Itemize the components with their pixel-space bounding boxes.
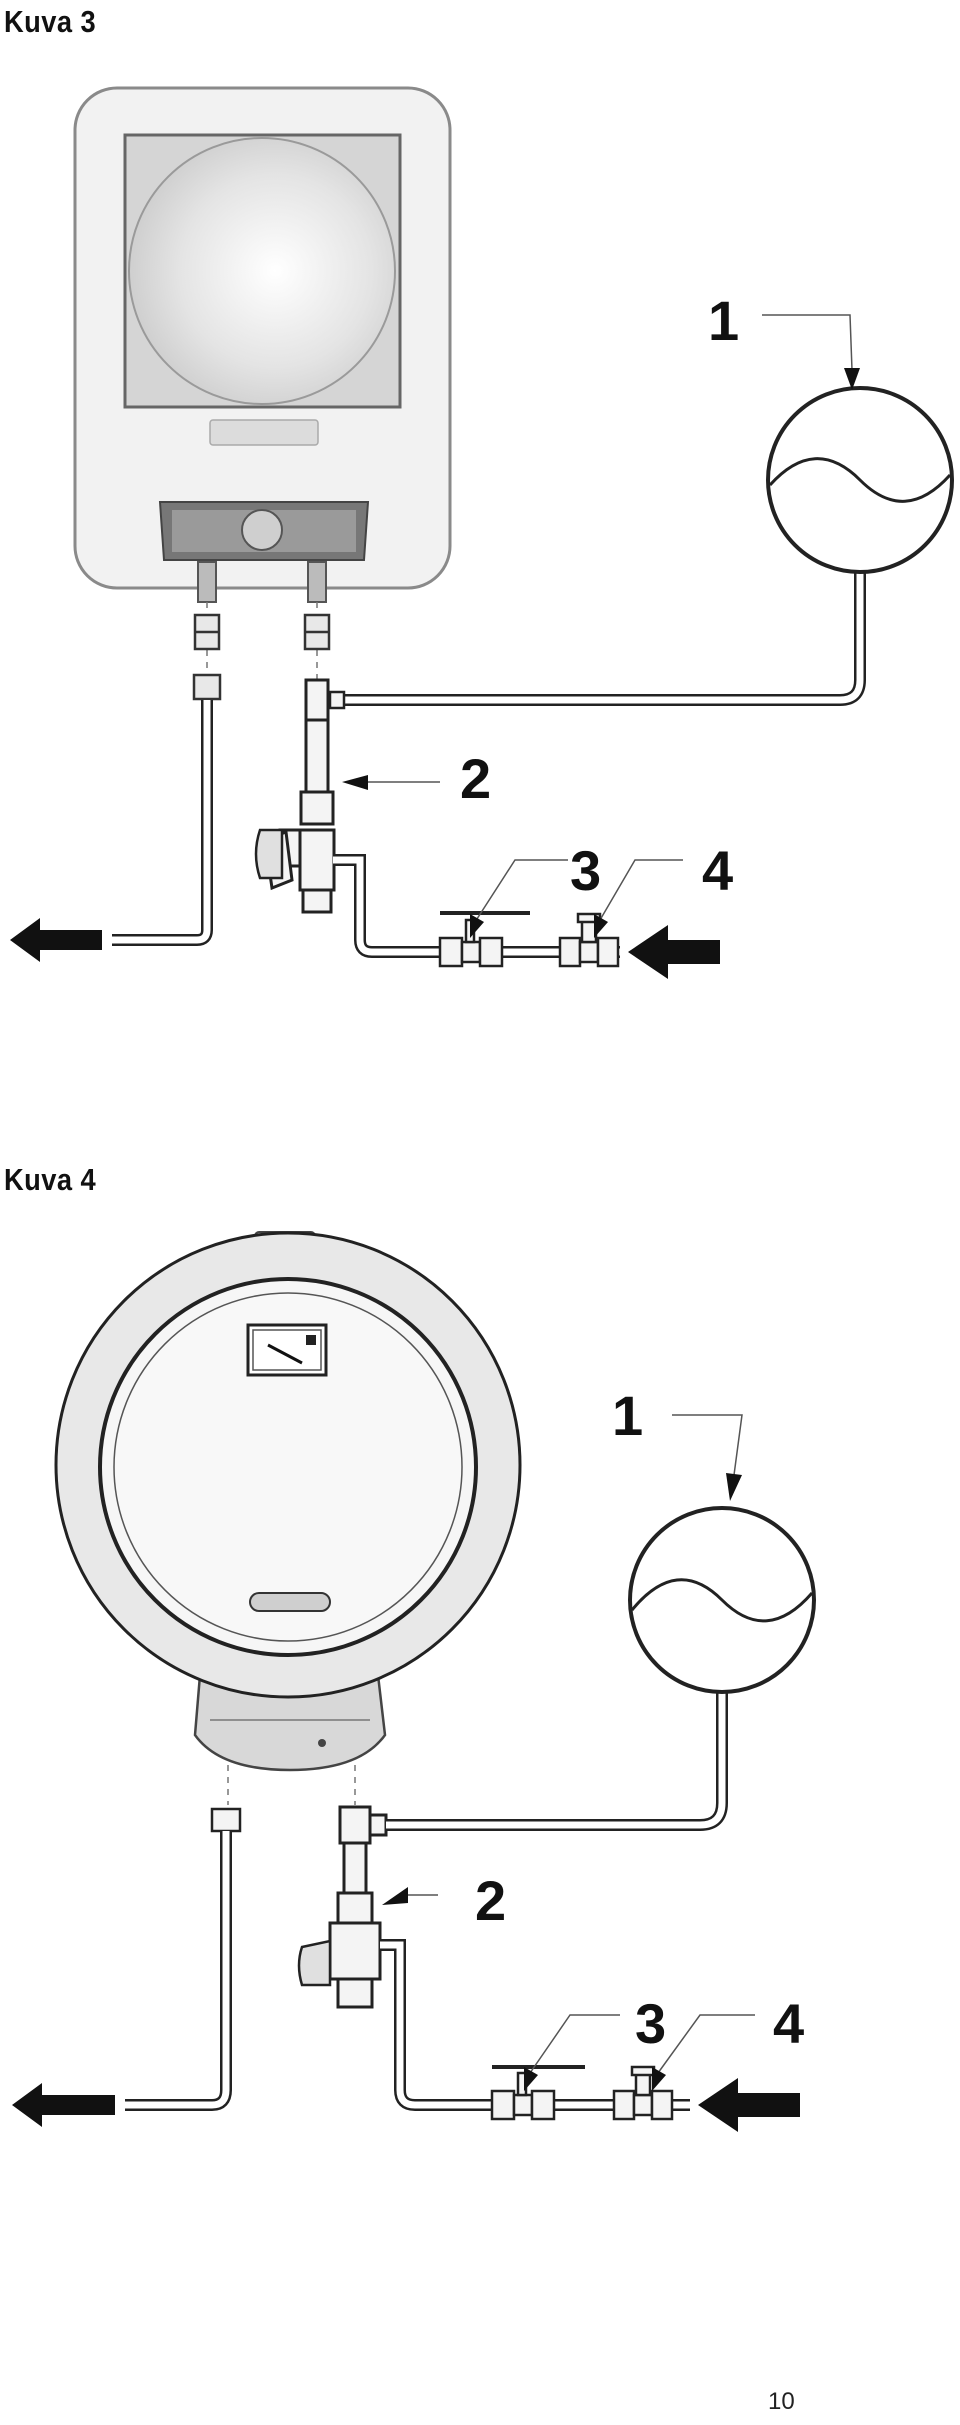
leader-arrow-icon [844, 368, 860, 390]
label-3: 3 [570, 839, 601, 902]
figure-3-diagram: 1 2 3 4 [10, 86, 954, 979]
figure-4-diagram: 1 2 3 4 [12, 1231, 816, 2132]
page-number: 10 [768, 2388, 795, 2415]
expansion-vessel [628, 1506, 816, 1694]
figure-3-title: Kuva 3 [4, 4, 97, 39]
gauge-needle-icon [267, 1343, 303, 1365]
water-heater-round [54, 1231, 522, 1772]
label-4: 4 [702, 839, 733, 902]
outlet-arrow-icon [10, 918, 102, 962]
safety-valve-knob-icon [254, 828, 284, 880]
leader-arrow-icon [382, 1887, 408, 1905]
leader-arrow-icon [524, 2067, 538, 2091]
inlet-arrow-icon [698, 2078, 800, 2132]
leader-arrow-icon [594, 914, 608, 938]
leader-arrow-icon [726, 1473, 742, 1501]
figure-4-title: Kuva 4 [4, 1162, 97, 1197]
label-2: 2 [475, 1869, 506, 1932]
water-heater-rectangular [73, 86, 452, 603]
outlet-arrow-icon [12, 2083, 115, 2127]
leader-arrow-icon [342, 775, 368, 790]
label-2: 2 [460, 747, 491, 810]
label-4: 4 [773, 1992, 804, 2055]
expansion-vessel [766, 386, 954, 574]
leader-arrow-icon [470, 914, 484, 938]
inlet-arrow-icon [628, 925, 720, 979]
leader-arrow-icon [652, 2067, 666, 2091]
label-1: 1 [612, 1384, 643, 1447]
label-3: 3 [635, 1992, 666, 2055]
label-1: 1 [708, 289, 739, 352]
safety-valve-knob-icon [297, 1939, 332, 1987]
